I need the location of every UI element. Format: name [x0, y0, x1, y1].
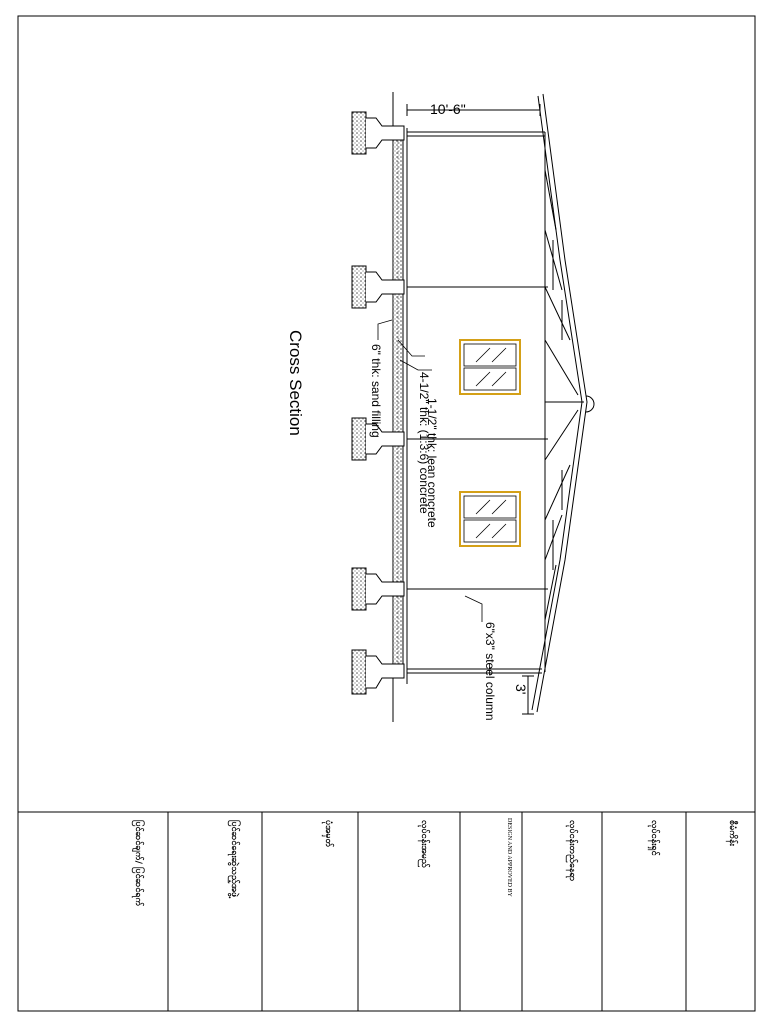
drawing-title: Cross Section — [286, 330, 305, 436]
dimension-overhang — [522, 675, 534, 715]
sheet-border — [17, 15, 756, 1012]
title-block — [167, 812, 687, 1011]
footing — [351, 111, 405, 155]
dimension-span — [406, 104, 541, 116]
dimension-span-label: 10'-6" — [430, 101, 466, 117]
tb-revision: ပြင်ဆင်ချက်/ ပြင်ဆင်ရက် — [131, 820, 145, 907]
tb-design-approved: DESIGN AND APPROVED BY — [506, 818, 512, 898]
note-lean-concrete: 1-1/2" thk: lean concrete — [425, 398, 439, 528]
footing — [351, 265, 405, 309]
note-steel-column: 6"x3" steel column — [483, 622, 497, 721]
leader-lines — [377, 319, 483, 622]
tb-location: လုပ်ငန်းတည်နေရာ — [565, 820, 578, 881]
footing — [351, 567, 405, 611]
tb-drawn-by: ပြင်ဆင်ရေးဆွဲသည့်အဖွဲ့ — [227, 820, 241, 899]
window-lower — [459, 491, 521, 547]
tb-owner: လုပ်ငန်းရှင် — [647, 820, 660, 856]
roof-truss — [531, 93, 595, 713]
steel-columns — [407, 131, 548, 674]
window-upper — [459, 339, 521, 395]
footing — [351, 649, 405, 695]
tb-drawing-no: ပုံအမှတ် — [321, 820, 334, 848]
floor-slab — [392, 128, 408, 684]
footing — [351, 417, 405, 461]
tb-project-name: လုပ်ငန်းအမည် — [417, 820, 430, 868]
note-concrete: 4-1/2" thk: (1:3:6) concrete — [417, 372, 431, 514]
tb-project: စီမံကိန်း — [725, 820, 738, 847]
footings — [351, 111, 405, 695]
note-sand-filling: 6" thk: sand filling — [369, 344, 383, 438]
dimension-overhang-label: 3' — [513, 684, 529, 694]
